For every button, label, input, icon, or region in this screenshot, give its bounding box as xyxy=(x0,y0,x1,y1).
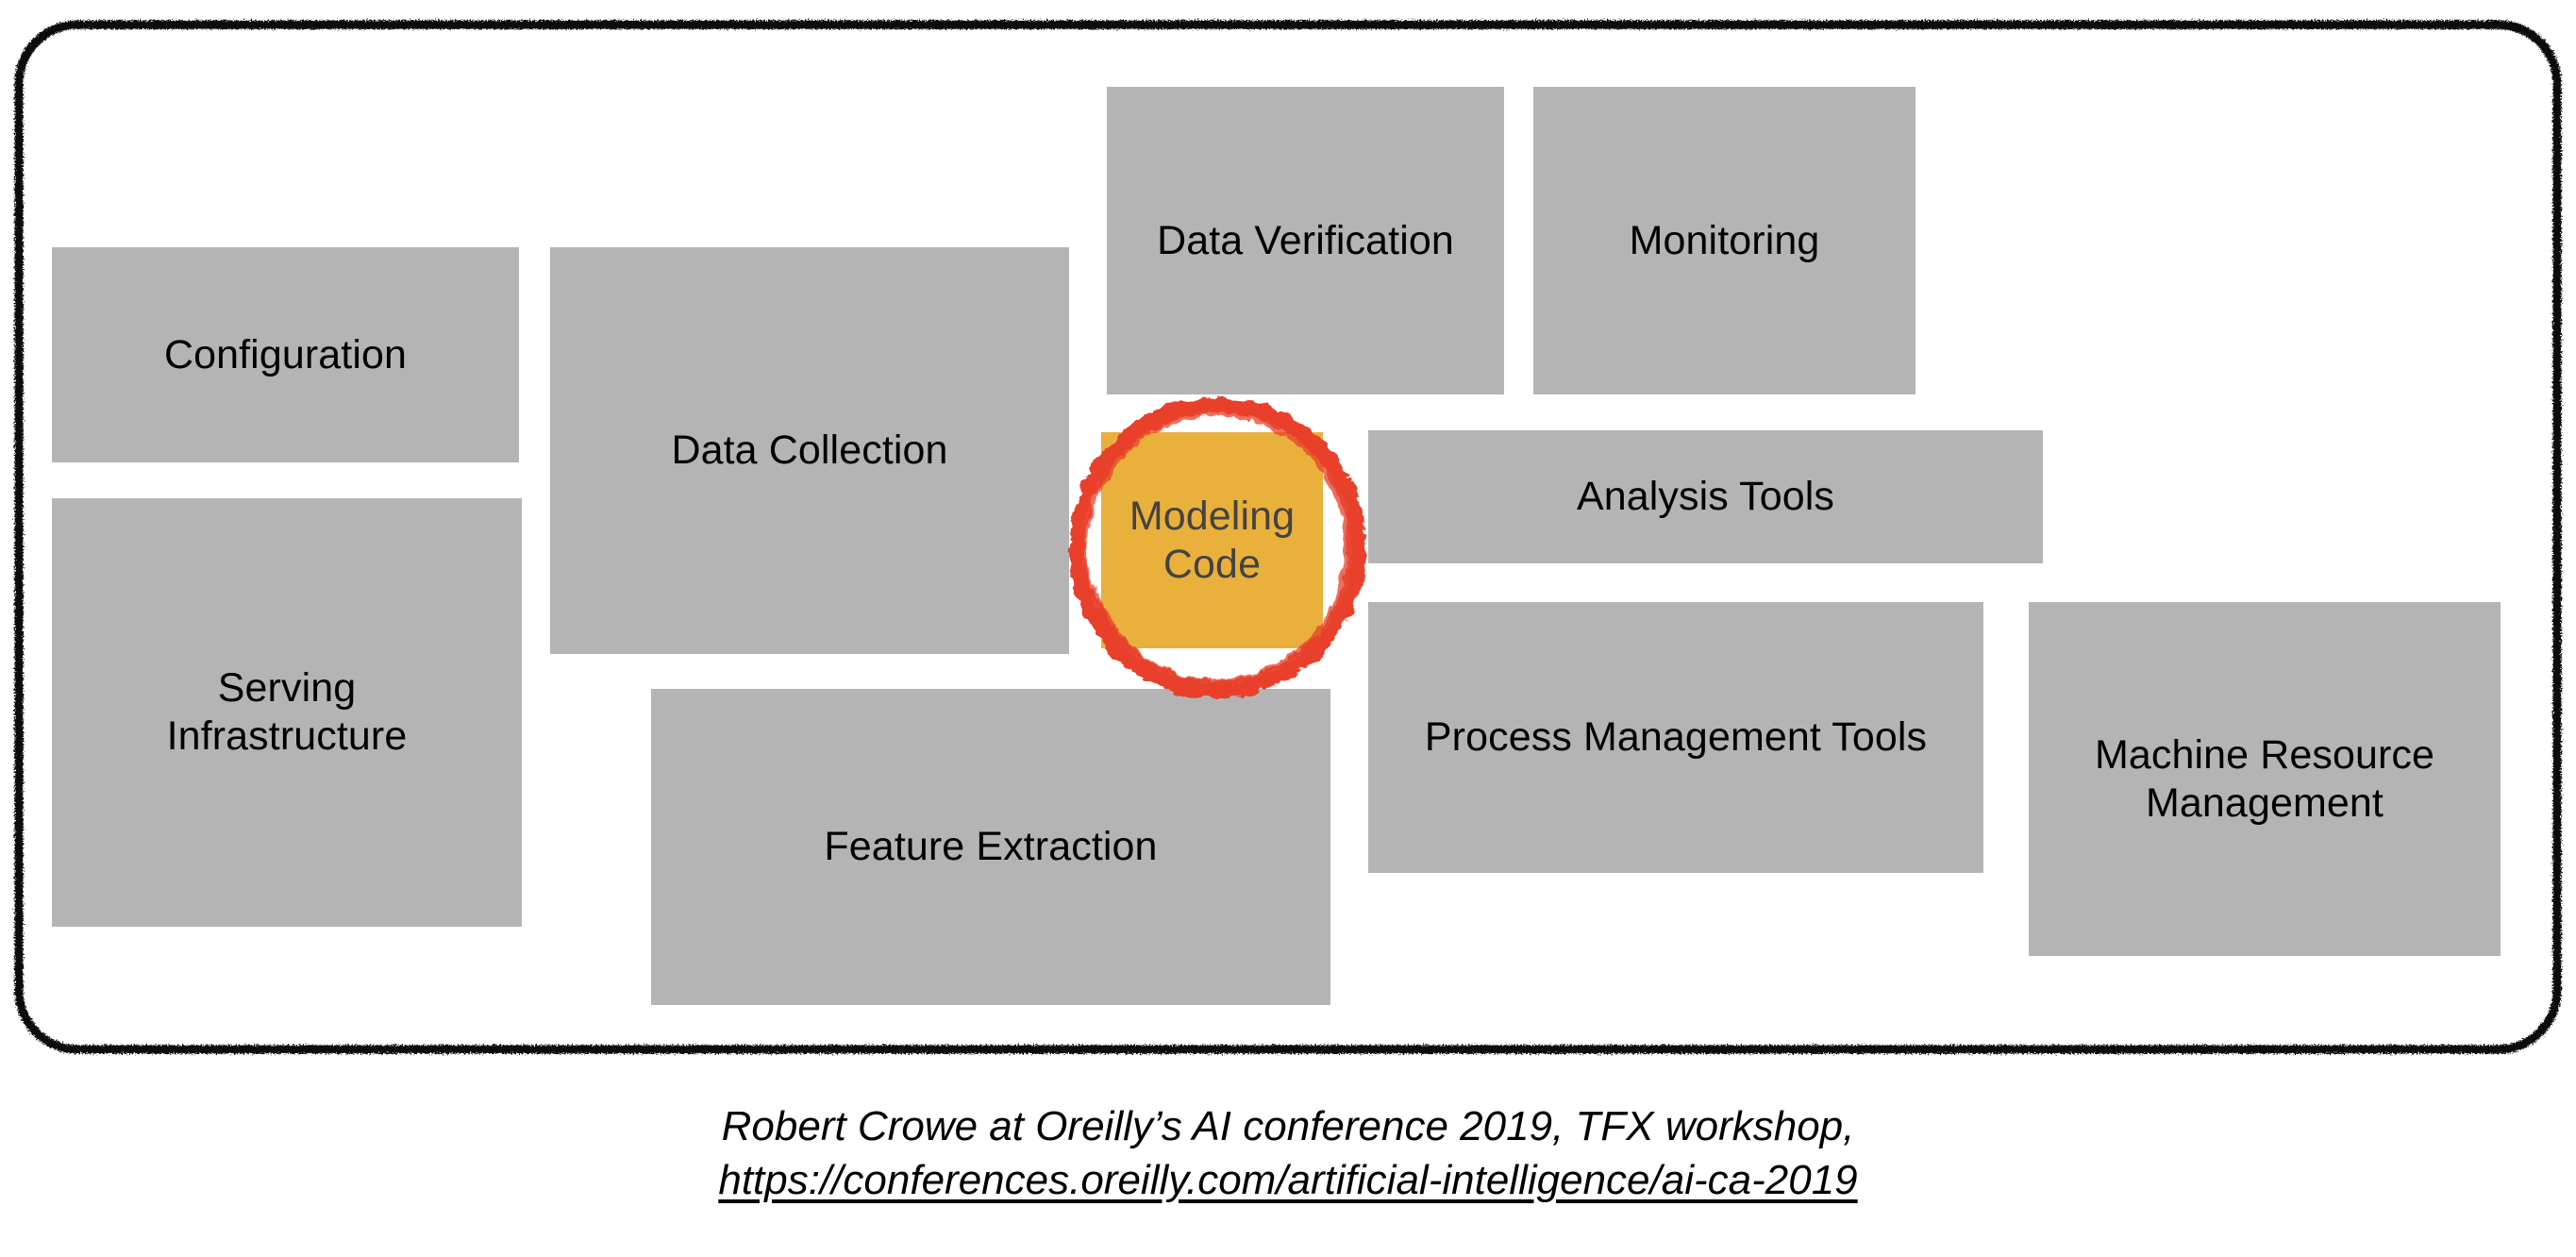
caption-source-link[interactable]: https://conferences.oreilly.com/artifici… xyxy=(718,1157,1858,1204)
component-box-modeling-code[interactable]: Modeling Code xyxy=(1101,432,1323,648)
component-box-analysis-tools[interactable]: Analysis Tools xyxy=(1368,430,2043,563)
source-caption: Robert Crowe at Oreilly’s AI conference … xyxy=(0,1099,2576,1207)
component-box-machine-resource[interactable]: Machine Resource Management xyxy=(2029,602,2501,956)
component-box-data-collection[interactable]: Data Collection xyxy=(550,247,1069,654)
component-box-feature-extraction[interactable]: Feature Extraction xyxy=(651,689,1330,1005)
component-box-process-mgmt-tools[interactable]: Process Management Tools xyxy=(1368,602,1983,873)
component-box-serving-infra[interactable]: Serving Infrastructure xyxy=(52,498,522,927)
component-box-monitoring[interactable]: Monitoring xyxy=(1533,87,1915,394)
component-box-data-verification[interactable]: Data Verification xyxy=(1107,87,1504,394)
caption-line-1: Robert Crowe at Oreilly’s AI conference … xyxy=(721,1103,1855,1149)
component-box-configuration[interactable]: Configuration xyxy=(52,247,519,462)
